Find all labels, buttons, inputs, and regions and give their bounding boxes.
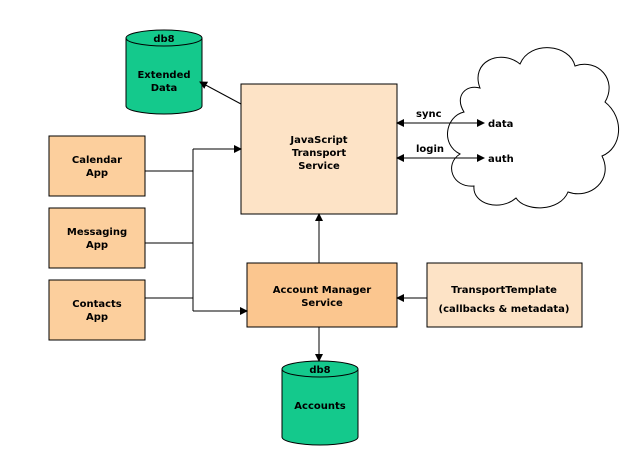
account-manager-line2: Service bbox=[301, 298, 343, 309]
transport-template-rect bbox=[426, 262, 583, 328]
account-manager-box: Account Manager Service bbox=[246, 262, 398, 328]
db-extended-title: db8 bbox=[153, 34, 174, 45]
contacts-app-box: Contacts App bbox=[48, 279, 146, 341]
connectors bbox=[145, 81, 485, 362]
db-extended-line2: Data bbox=[151, 83, 178, 94]
calendar-app-line2: App bbox=[86, 168, 108, 179]
calendar-app-rect bbox=[48, 135, 146, 197]
contacts-app-rect bbox=[48, 279, 146, 341]
transport-line3: Service bbox=[298, 161, 340, 172]
db-extended-body bbox=[125, 38, 203, 115]
db-accounts-title: db8 bbox=[309, 365, 330, 376]
arrow-transport-to-extended-data bbox=[199, 81, 242, 105]
calendar-app-line1: Calendar bbox=[72, 155, 122, 166]
contacts-app-line1: Contacts bbox=[72, 299, 122, 310]
account-manager-rect bbox=[246, 262, 398, 328]
sync-label: sync bbox=[416, 109, 442, 120]
calendar-app-box: Calendar App bbox=[48, 135, 146, 197]
cloud-data-label: data bbox=[488, 119, 513, 130]
account-manager-line1: Account Manager bbox=[273, 285, 371, 296]
db-extended-line1: Extended bbox=[137, 70, 190, 81]
db-extended-data: db8 Extended Data bbox=[125, 29, 203, 115]
transport-template-line2: (callbacks & metadata) bbox=[439, 304, 570, 315]
db-accounts: db8 Accounts bbox=[281, 360, 359, 446]
login-label: login bbox=[416, 144, 444, 155]
contacts-app-line2: App bbox=[86, 312, 108, 323]
cloud-auth-label: auth bbox=[488, 154, 514, 165]
messaging-app-line2: App bbox=[86, 240, 108, 251]
transport-template-box: TransportTemplate (callbacks & metadata) bbox=[426, 262, 583, 328]
transport-template-line1: TransportTemplate bbox=[451, 285, 557, 296]
db-accounts-line1: Accounts bbox=[294, 401, 345, 412]
transport-service-box: JavaScript Transport Service bbox=[240, 83, 398, 215]
messaging-app-rect bbox=[48, 207, 146, 269]
db-extended-top bbox=[125, 29, 203, 47]
transport-service-rect bbox=[240, 83, 398, 215]
cloud-outline bbox=[447, 47, 620, 209]
cloud-shape: data auth bbox=[447, 47, 620, 209]
transport-line2: Transport bbox=[292, 148, 346, 159]
transport-line1: JavaScript bbox=[289, 135, 347, 146]
db-accounts-body bbox=[281, 369, 359, 446]
messaging-app-box: Messaging App bbox=[48, 207, 146, 269]
messaging-app-line1: Messaging bbox=[67, 227, 127, 238]
